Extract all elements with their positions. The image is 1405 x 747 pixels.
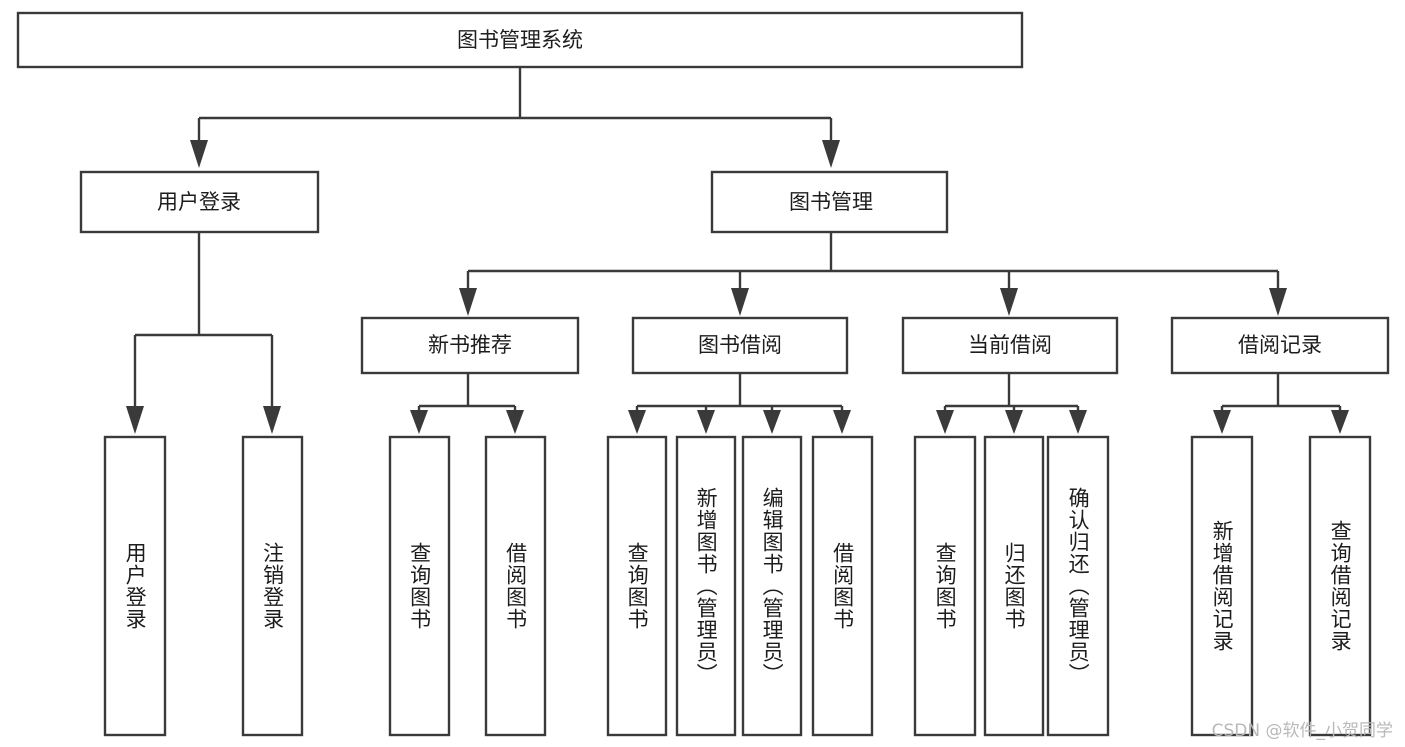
node-root-box[interactable] — [16, 11, 1024, 69]
node-current-borrow[interactable]: 当前借阅 — [901, 316, 1119, 375]
node-book-manage-box[interactable] — [710, 170, 949, 234]
connector-group-user-login — [126, 232, 281, 434]
node-root-label: 图书管理系统 — [457, 28, 583, 52]
leaf-query-record-box[interactable] — [1308, 435, 1372, 737]
leaf-boxes — [103, 435, 1372, 737]
node-root[interactable]: 图书管理系统 — [16, 11, 1024, 69]
leaf-add-book-box[interactable] — [675, 435, 737, 737]
node-new-book-recommend-label: 新书推荐 — [428, 333, 512, 357]
leaf-borrow-book-1-box[interactable] — [484, 435, 547, 737]
leaf-add-record-box[interactable] — [1190, 435, 1254, 737]
connector-group-book-borrow — [628, 373, 851, 434]
arrowhead-leaf-edit-book — [763, 410, 781, 434]
arrowhead-book-borrow — [731, 288, 749, 316]
node-book-borrow-box[interactable] — [631, 316, 849, 375]
connector-group-new-book-recommend — [410, 373, 524, 434]
arrowhead-leaf-borrow-book-2 — [833, 410, 851, 434]
leaf-query-book-2-box[interactable] — [606, 435, 668, 737]
arrowhead-leaf-user-logout — [263, 406, 281, 434]
connector-group-borrow-record — [1213, 373, 1349, 434]
node-user-login-label: 用户登录 — [157, 190, 241, 214]
leaf-return-book-box[interactable] — [983, 435, 1045, 737]
arrowhead-current-borrow — [1000, 288, 1018, 316]
arrowhead-leaf-add-book — [697, 410, 715, 434]
node-new-book-recommend-box[interactable] — [360, 316, 580, 375]
arrowhead-leaf-query-book-1 — [410, 410, 428, 434]
node-borrow-record[interactable]: 借阅记录 — [1170, 316, 1390, 375]
node-book-borrow[interactable]: 图书借阅 — [631, 316, 849, 375]
connector-group-current-borrow — [936, 373, 1087, 434]
leaf-user-login-box[interactable] — [103, 435, 167, 737]
leaf-edit-book-box[interactable] — [741, 435, 803, 737]
connector-group-book-manage — [459, 232, 1287, 316]
leaf-confirm-return-box[interactable] — [1046, 435, 1110, 737]
leaf-user-logout-box[interactable] — [241, 435, 304, 737]
connector-group-root — [190, 67, 840, 168]
arrowhead-leaf-query-record — [1331, 410, 1349, 434]
node-book-borrow-label: 图书借阅 — [698, 333, 782, 357]
node-borrow-record-box[interactable] — [1170, 316, 1390, 375]
node-current-borrow-label: 当前借阅 — [968, 333, 1052, 357]
arrowhead-leaf-user-login — [126, 406, 144, 434]
arrowhead-leaf-query-book-3 — [936, 410, 954, 434]
node-book-manage-label: 图书管理 — [789, 190, 873, 214]
arrowhead-leaf-confirm-return — [1069, 410, 1087, 434]
node-user-login-box[interactable] — [79, 170, 320, 234]
arrowhead-leaf-add-record — [1213, 410, 1231, 434]
arrowhead-leaf-borrow-book-1 — [506, 410, 524, 434]
arrowhead-leaf-query-book-2 — [628, 410, 646, 434]
arrowhead-borrow-record — [1269, 288, 1287, 316]
arrowhead-user-login — [190, 140, 208, 168]
node-user-login[interactable]: 用户登录 — [79, 170, 320, 234]
node-new-book-recommend[interactable]: 新书推荐 — [360, 316, 580, 375]
leaf-query-book-1-box[interactable] — [388, 435, 451, 737]
watermark: CSDN @软件_小贺同学 — [1211, 721, 1393, 741]
node-book-manage[interactable]: 图书管理 — [710, 170, 949, 234]
leaf-query-book-3-box[interactable] — [913, 435, 977, 737]
arrowhead-new-book-recommend — [459, 288, 477, 316]
leaf-borrow-book-2-box[interactable] — [811, 435, 874, 737]
arrowhead-leaf-return-book — [1005, 410, 1023, 434]
arrowhead-book-manage — [822, 140, 840, 168]
node-borrow-record-label: 借阅记录 — [1238, 333, 1322, 357]
node-current-borrow-box[interactable] — [901, 316, 1119, 375]
